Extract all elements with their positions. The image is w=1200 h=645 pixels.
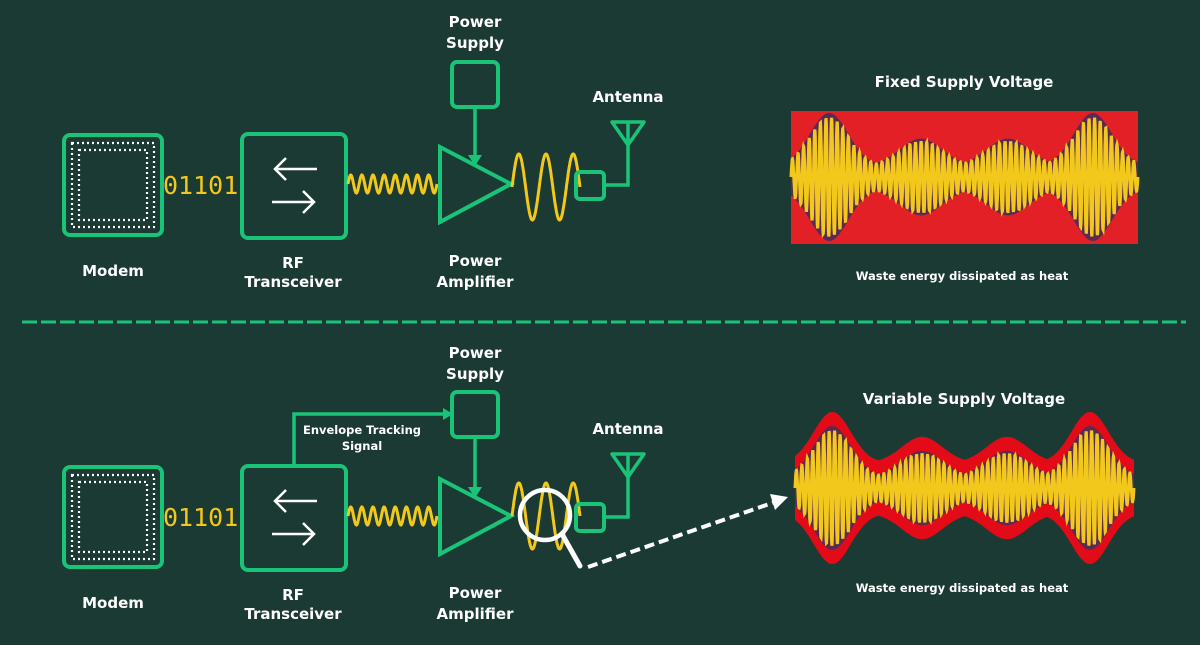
magnifying-glass-icon [517,487,583,569]
chip-icon [70,141,156,229]
transceiver-box [240,132,348,240]
rf-transceiver-block: RF Transceiver [240,464,348,623]
modulated-signal [789,117,1140,239]
transceiver-box [240,464,348,572]
modem-block: Modem [62,133,164,280]
power-supply-box [450,390,500,439]
zoom-arrow-line [587,500,776,569]
antenna-block: Antenna [574,420,664,533]
top-section: Modem 01101 RF Transceiver Power Supply [62,13,1140,291]
supply-arrowhead [468,155,482,166]
envelope-tracking-path: Envelope Tracking Signal [292,408,453,466]
power-supply-label-line1: Power [449,344,502,362]
tracking-label-line1: Envelope Tracking [303,423,421,437]
zoom-arrow [587,494,788,569]
variable-panel-title: Variable Supply Voltage [863,390,1065,408]
power-supply-block: Power Supply [446,13,504,166]
antenna-feed-line [604,475,630,519]
tracking-label-line2: Signal [342,439,382,453]
antenna-label: Antenna [592,88,663,106]
fixed-panel-title: Fixed Supply Voltage [875,73,1054,91]
rf-transceiver-block: RF Transceiver [240,132,348,291]
bitstream: 01101 [163,503,238,532]
rf-input-wave [346,173,439,195]
supply-arrowhead [468,487,482,498]
amplified-wave [510,152,582,222]
triangle-amplifier-icon [438,475,516,558]
chip-icon [70,473,156,561]
power-supply-label-line2: Supply [446,365,504,383]
power-amplifier-block: Power Amplifier [437,143,516,291]
amplifier-label-line1: Power [449,252,502,270]
antenna-block: Antenna [574,88,664,201]
power-supply-label-line2: Supply [446,34,504,52]
bitstream: 01101 [163,171,238,200]
modem-block: Modem [62,465,164,612]
transceiver-label-line1: RF [282,254,304,272]
transceiver-label-line2: Transceiver [244,273,342,291]
transceiver-label-line1: RF [282,586,304,604]
tracking-line [292,412,446,466]
fixed-supply-panel: Fixed Supply Voltage Waste energy dissip… [789,73,1140,283]
modem-box [62,133,164,237]
amplifier-label-line2: Amplifier [437,273,515,291]
power-supply-box [450,60,500,109]
variable-panel-caption: Waste energy dissipated as heat [856,581,1069,595]
modem-label: Modem [82,262,144,280]
bidirectional-arrows-icon [272,157,317,214]
power-supply-block: Power Supply [446,344,504,498]
antenna-feed-line [604,143,630,187]
transceiver-label-line2: Transceiver [244,605,342,623]
modem-box [62,465,164,569]
zoom-arrowhead [770,494,788,510]
amplifier-label-line2: Amplifier [437,605,515,623]
bottom-section: Modem 01101 RF Transceiver Envelope Trac… [62,344,1136,623]
tracking-arrowhead [443,408,453,420]
power-amplifier-block: Power Amplifier [437,475,516,623]
antenna-label: Antenna [592,420,663,438]
fixed-panel-caption: Waste energy dissipated as heat [856,269,1069,283]
amplifier-label-line1: Power [449,584,502,602]
modem-label: Modem [82,594,144,612]
bidirectional-arrows-icon [272,489,317,546]
power-supply-label-line1: Power [449,13,502,31]
variable-supply-panel: Variable Supply Voltage Waste energy dis… [793,390,1136,595]
triangle-amplifier-icon [438,143,516,226]
antenna-icon [610,452,646,479]
rf-input-wave [346,505,439,527]
modulated-signal [793,430,1136,547]
antenna-icon [610,120,646,147]
